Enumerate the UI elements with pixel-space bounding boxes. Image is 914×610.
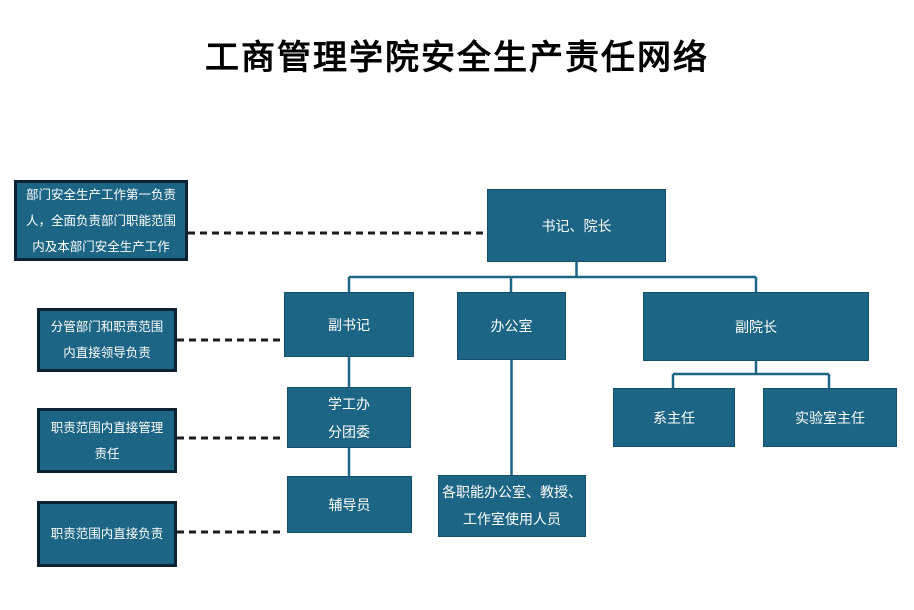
annotation-direct-responsibility: 职责范围内直接负责 bbox=[37, 501, 177, 567]
node-label: 副书记 bbox=[328, 316, 370, 333]
node-label-line: 各职能办公室、教授、 bbox=[442, 484, 582, 500]
annotation-line: 分管部门和职责范围 bbox=[50, 320, 164, 334]
node-lab-director: 实验室主任 bbox=[763, 388, 897, 447]
node-counselor: 辅导员 bbox=[287, 476, 412, 533]
page-title: 工商管理学院安全生产责任网络 bbox=[205, 39, 709, 77]
annotation-line: 人，全面负责部门职能范围 bbox=[25, 213, 176, 228]
annotation-line: 内直接领导负责 bbox=[63, 346, 151, 360]
node-deputy-dean: 副院长 bbox=[643, 292, 869, 361]
node-dept-head: 系主任 bbox=[613, 388, 735, 447]
connector-deputydean-to-row3 bbox=[671, 361, 831, 388]
node-label-line: 工作室使用人员 bbox=[463, 511, 561, 527]
node-deputy-secretary: 副书记 bbox=[284, 292, 414, 357]
annotation-direct-leadership: 分管部门和职责范围 内直接领导负责 bbox=[37, 308, 177, 372]
node-label-line: 分团委 bbox=[328, 423, 370, 440]
annotation-direct-management: 职责范围内直接管理 责任 bbox=[37, 408, 177, 473]
node-label: 实验室主任 bbox=[795, 409, 865, 426]
node-label-line: 学工办 bbox=[328, 395, 370, 412]
annotation-first-responsible: 部门安全生产工作第一负责 人，全面负责部门职能范围 内及本部门安全生产工作 bbox=[14, 180, 188, 261]
node-label: 辅导员 bbox=[328, 496, 371, 513]
node-secretary-dean: 书记、院长 bbox=[487, 189, 666, 262]
connector-top-to-row2 bbox=[347, 262, 758, 292]
node-office: 办公室 bbox=[457, 292, 566, 360]
annotation-line: 部门安全生产工作第一负责 bbox=[25, 187, 176, 202]
node-student-affairs: 学工办 分团委 bbox=[287, 387, 411, 448]
node-label: 书记、院长 bbox=[541, 217, 612, 234]
node-functional-users: 各职能办公室、教授、 工作室使用人员 bbox=[438, 475, 586, 537]
annotation-line: 职责范围内直接管理 bbox=[50, 420, 164, 435]
annotation-line: 责任 bbox=[94, 446, 120, 461]
annotation-line: 内及本部门安全生产工作 bbox=[32, 239, 170, 254]
node-label: 系主任 bbox=[653, 409, 695, 426]
annotation-line: 职责范围内直接负责 bbox=[50, 527, 164, 541]
node-label: 副院长 bbox=[735, 318, 777, 335]
node-label: 办公室 bbox=[490, 318, 533, 334]
